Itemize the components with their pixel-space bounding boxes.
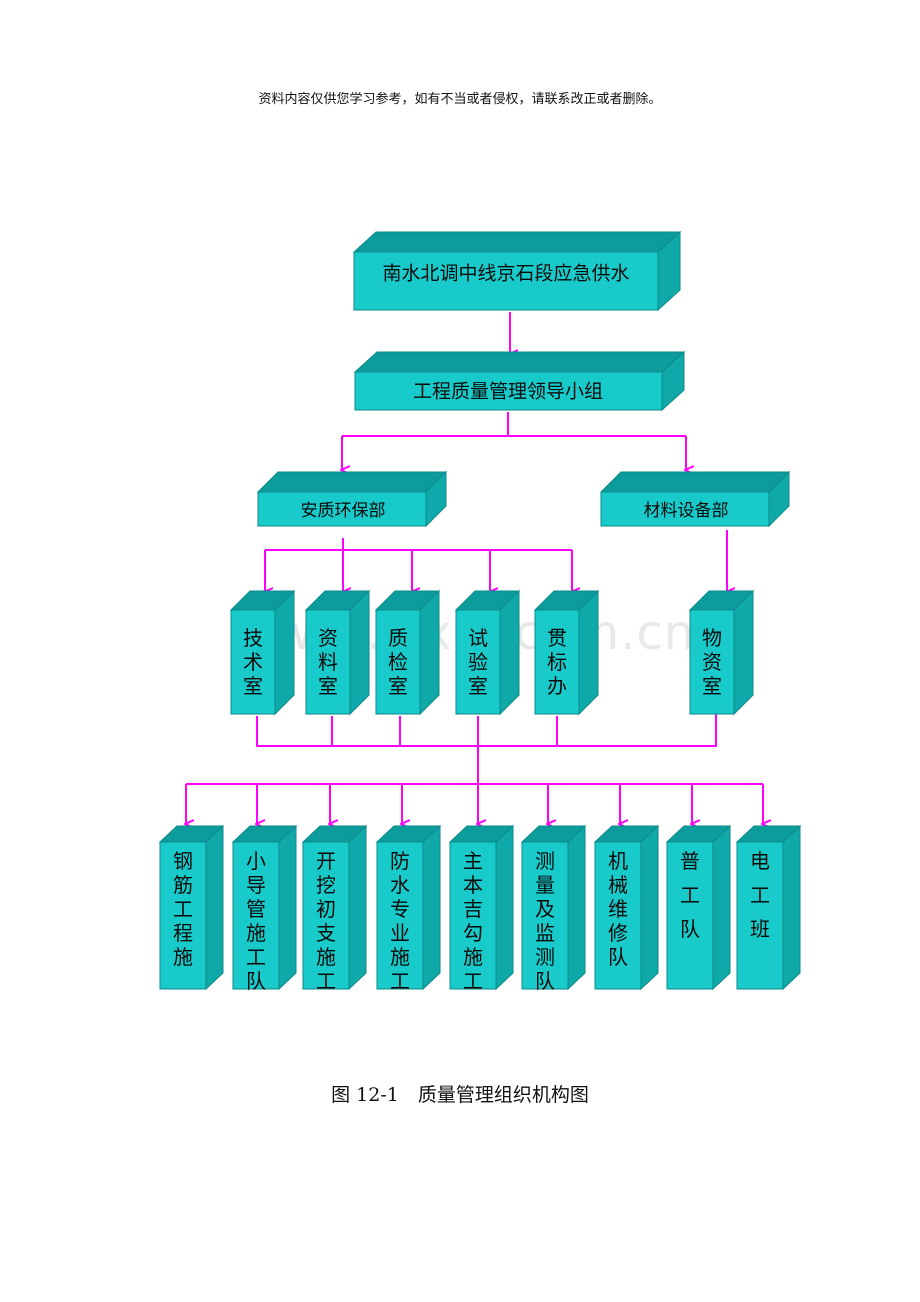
office-label-2: 质检室 (388, 626, 408, 698)
root-box: 南水北调中线京石段应急供水 (352, 230, 682, 312)
team-box-2: 开挖初支施工 (301, 824, 368, 993)
dept-label-material: 材料设备部 (644, 501, 729, 521)
office-label-1: 资料室 (318, 626, 338, 698)
team-label-5: 测量及监测队 (535, 849, 555, 993)
team-label-7: 普工队 (680, 849, 700, 941)
team-label-1: 小导管施工队 (246, 849, 266, 993)
office-box-5: 物资室 (688, 589, 755, 716)
leader-box: 工程质量管理领导小组 (353, 350, 686, 412)
team-box-0: 钢筋工程施 (158, 824, 225, 991)
team-label-2: 开挖初支施工 (316, 849, 336, 993)
office-box-1: 资料室 (304, 589, 371, 716)
team-box-6: 机械维修队 (593, 824, 660, 991)
figure-caption: 图 12-1 质量管理组织机构图 (331, 1084, 589, 1106)
office-box-2: 质检室 (374, 589, 441, 716)
office-label-3: 试验室 (468, 626, 488, 698)
team-label-4: 主本吉勾施工 (463, 849, 483, 993)
team-label-6: 机械维修队 (608, 849, 628, 969)
dept-box-material: 材料设备部 (599, 470, 791, 528)
office-label-5: 物资室 (702, 626, 722, 698)
leader-label: 工程质量管理领导小组 (413, 381, 603, 403)
office-label-4: 贯标办 (547, 626, 567, 698)
team-box-5: 测量及监测队 (520, 824, 587, 993)
team-box-1: 小导管施工队 (231, 824, 298, 993)
dept-box-safety: 安质环保部 (256, 470, 448, 528)
connector-line (256, 714, 717, 747)
team-box-8: 电工班 (735, 824, 802, 991)
team-box-7: 普工队 (665, 824, 732, 991)
team-box-3: 防水专业施工 (375, 824, 442, 993)
team-label-0: 钢筋工程施 (173, 849, 193, 969)
dept-label-safety: 安质环保部 (301, 501, 386, 521)
team-label-3: 防水专业施工 (390, 849, 410, 993)
root-label: 南水北调中线京石段应急供水 (382, 263, 629, 285)
office-box-4: 贯标办 (533, 589, 600, 716)
office-box-3: 试验室 (454, 589, 521, 716)
team-label-8: 电工班 (750, 849, 770, 941)
team-box-4: 主本吉勾施工 (448, 824, 515, 993)
header-note: 资料内容仅供您学习参考，如有不当或者侵权，请联系改正或者删除。 (258, 92, 662, 107)
office-label-0: 技术室 (243, 626, 263, 698)
office-box-0: 技术室 (229, 589, 296, 716)
connectors (186, 312, 763, 824)
